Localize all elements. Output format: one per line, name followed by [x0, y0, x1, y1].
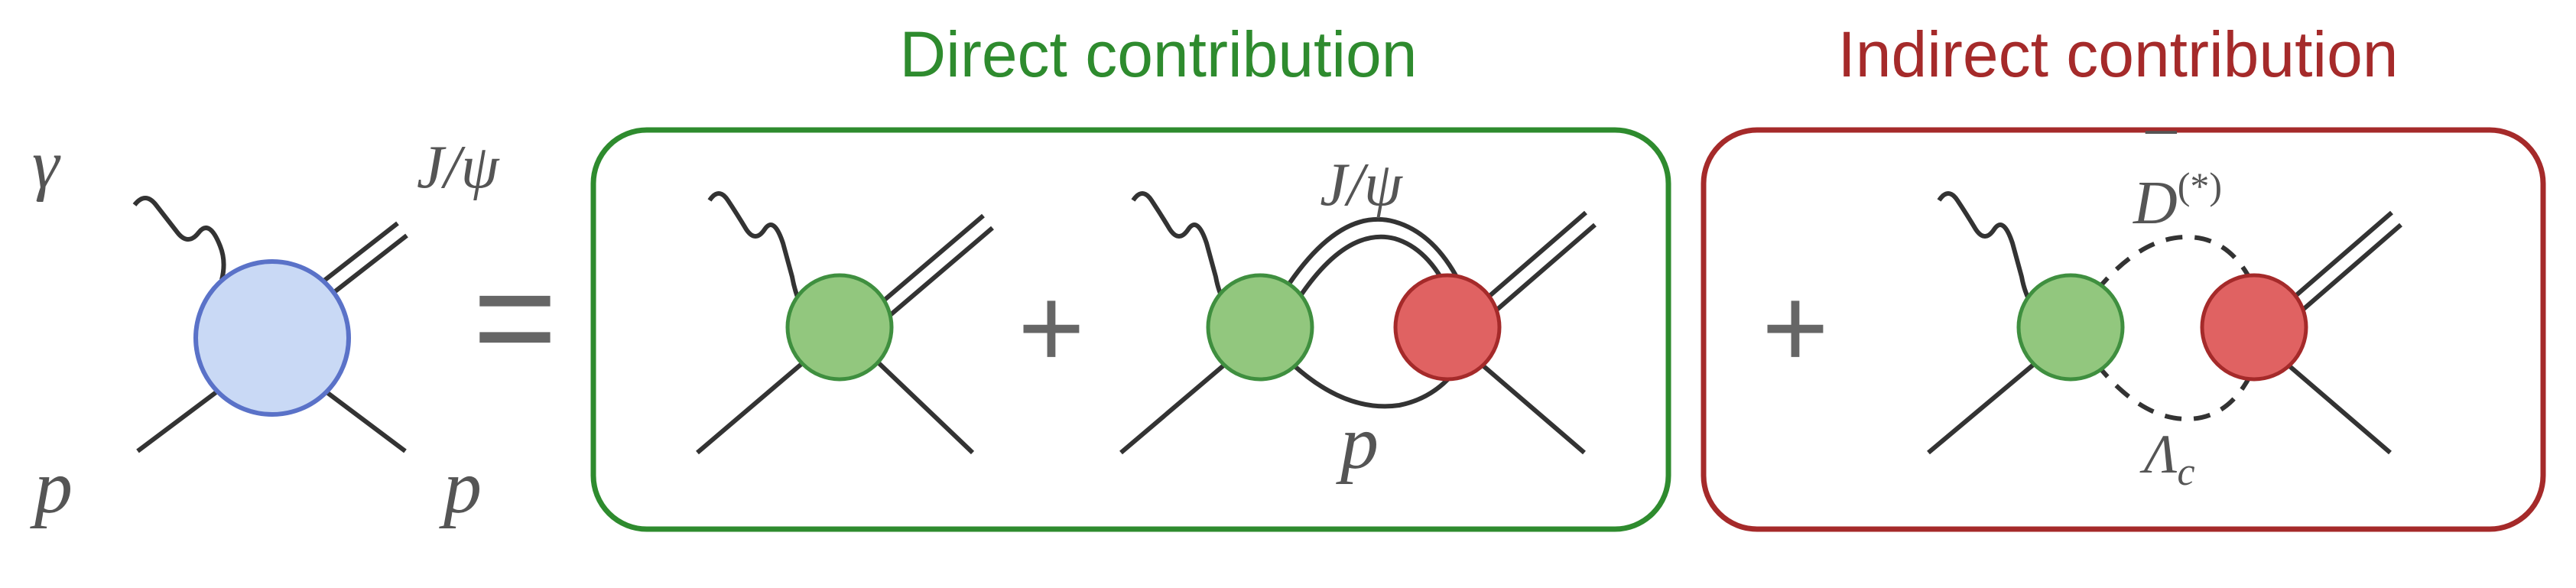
direct-loop-proton-in-line	[1119, 356, 1234, 455]
indirect-jpsi-out-line-a	[2288, 210, 2393, 304]
indirect-proton-out-line	[2280, 357, 2392, 455]
direct-loop-jpsi-label: J/ψ	[1320, 151, 1403, 219]
direct-tree-jpsi-line-b	[887, 226, 994, 319]
direct-loop-jpsi-line-b	[1294, 234, 1455, 303]
lhs-photon-line	[132, 196, 226, 281]
indirect-proton-in-line	[1927, 356, 2043, 455]
indirect-lambdac-sub: c	[2178, 450, 2195, 494]
lhs-proton-in-label: p	[30, 444, 73, 529]
direct-loop-jpsi-out-line-b	[1491, 223, 1597, 316]
indirect-jpsi-out-line-b	[2297, 223, 2402, 316]
lhs-proton-out-label: p	[439, 444, 482, 529]
plus-sign-2: +	[1762, 263, 1829, 391]
indirect-dbar-sup: (*)	[2178, 164, 2222, 207]
lhs-jpsi-line-b	[329, 233, 408, 297]
lhs-photon-label: γ	[32, 127, 61, 203]
direct-loop-jpsi-out-line-a	[1482, 210, 1587, 304]
direct-loop-diagram: J/ψ p	[1119, 151, 1597, 485]
indirect-box	[1701, 127, 2546, 532]
indirect-title: Indirect contribution	[1837, 18, 2398, 90]
direct-tree-jpsi-line-a	[878, 213, 985, 307]
direct-tree-photon-line	[707, 191, 804, 307]
lhs-jpsi-label: J/ψ	[417, 134, 500, 201]
direct-tree-vertex	[785, 273, 894, 382]
direct-loop-green-vertex	[1206, 273, 1314, 382]
direct-box	[590, 127, 1671, 532]
direct-loop-proton-label: p	[1336, 400, 1379, 485]
lhs-proton-in-line	[136, 380, 231, 453]
direct-loop-proton-out-line	[1474, 357, 1586, 455]
direct-loop-red-vertex	[1393, 273, 1502, 382]
indirect-dbar-line	[2094, 234, 2258, 292]
indirect-lambdac-base: Λ	[2139, 424, 2178, 485]
direct-tree-proton-out-line	[869, 354, 975, 455]
lhs-diagram: γ J/ψ p p	[30, 127, 500, 529]
direct-tree-diagram	[696, 191, 994, 455]
indirect-dbar-label: D(*)	[2133, 164, 2222, 237]
lhs-jpsi-line-a	[320, 221, 399, 285]
lhs-full-vertex	[193, 259, 351, 417]
equals-sign: =	[473, 236, 557, 398]
direct-tree-proton-in-line	[696, 354, 812, 455]
direct-title: Direct contribution	[900, 18, 1418, 90]
direct-loop-jpsi-line-a	[1282, 216, 1466, 292]
direct-contribution-group: Direct contribution + J/ψ	[590, 18, 1671, 532]
indirect-lambdac-label: Λc	[2139, 424, 2195, 494]
direct-loop-photon-line	[1131, 191, 1229, 307]
indirect-photon-line	[1937, 191, 2035, 307]
indirect-lambdac-line	[2094, 362, 2258, 422]
indirect-contribution-group: Indirect contribution + D(*) ¯ Λc	[1701, 18, 2546, 532]
lhs-proton-out-line	[312, 380, 407, 453]
indirect-dbar-base: D	[2133, 170, 2178, 237]
plus-sign-1: +	[1018, 263, 1085, 391]
indirect-red-vertex	[2200, 273, 2308, 382]
indirect-green-vertex	[2016, 273, 2125, 382]
direct-loop-proton-line	[1290, 362, 1463, 409]
indirect-loop-diagram: D(*) ¯ Λc	[1927, 124, 2402, 494]
